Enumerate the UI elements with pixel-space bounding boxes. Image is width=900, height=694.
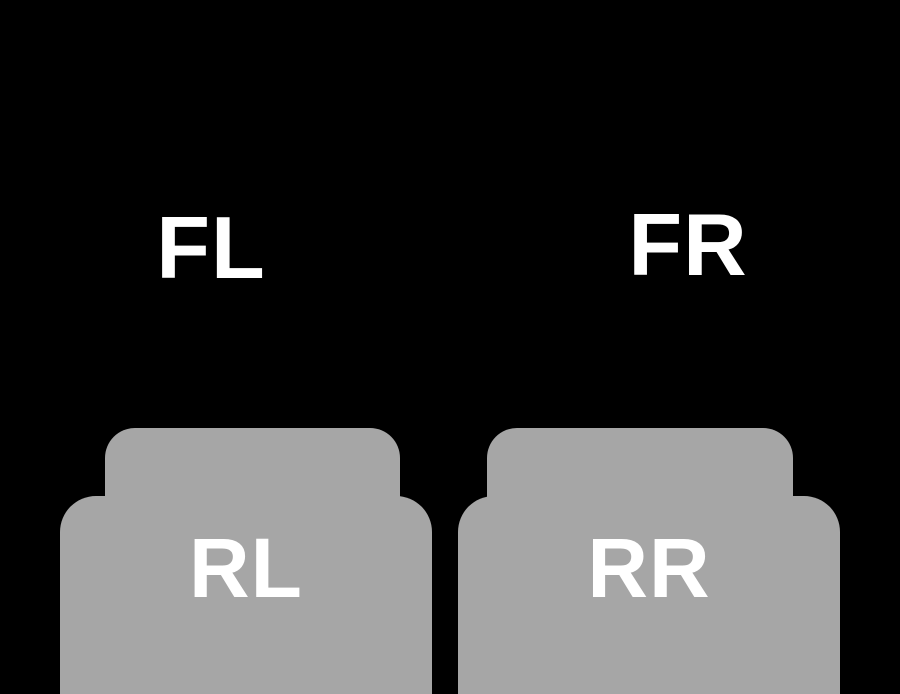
front-left-label: FL bbox=[156, 198, 266, 297]
rear-left-mat: RL bbox=[60, 428, 432, 694]
rear-right-label: RR bbox=[587, 521, 711, 615]
front-right-label: FR bbox=[628, 195, 748, 294]
rear-right-mat: RR bbox=[458, 428, 840, 694]
rear-left-label: RL bbox=[189, 521, 303, 615]
rear-right-mat-body bbox=[458, 496, 840, 694]
rear-left-mat-body bbox=[60, 496, 432, 694]
